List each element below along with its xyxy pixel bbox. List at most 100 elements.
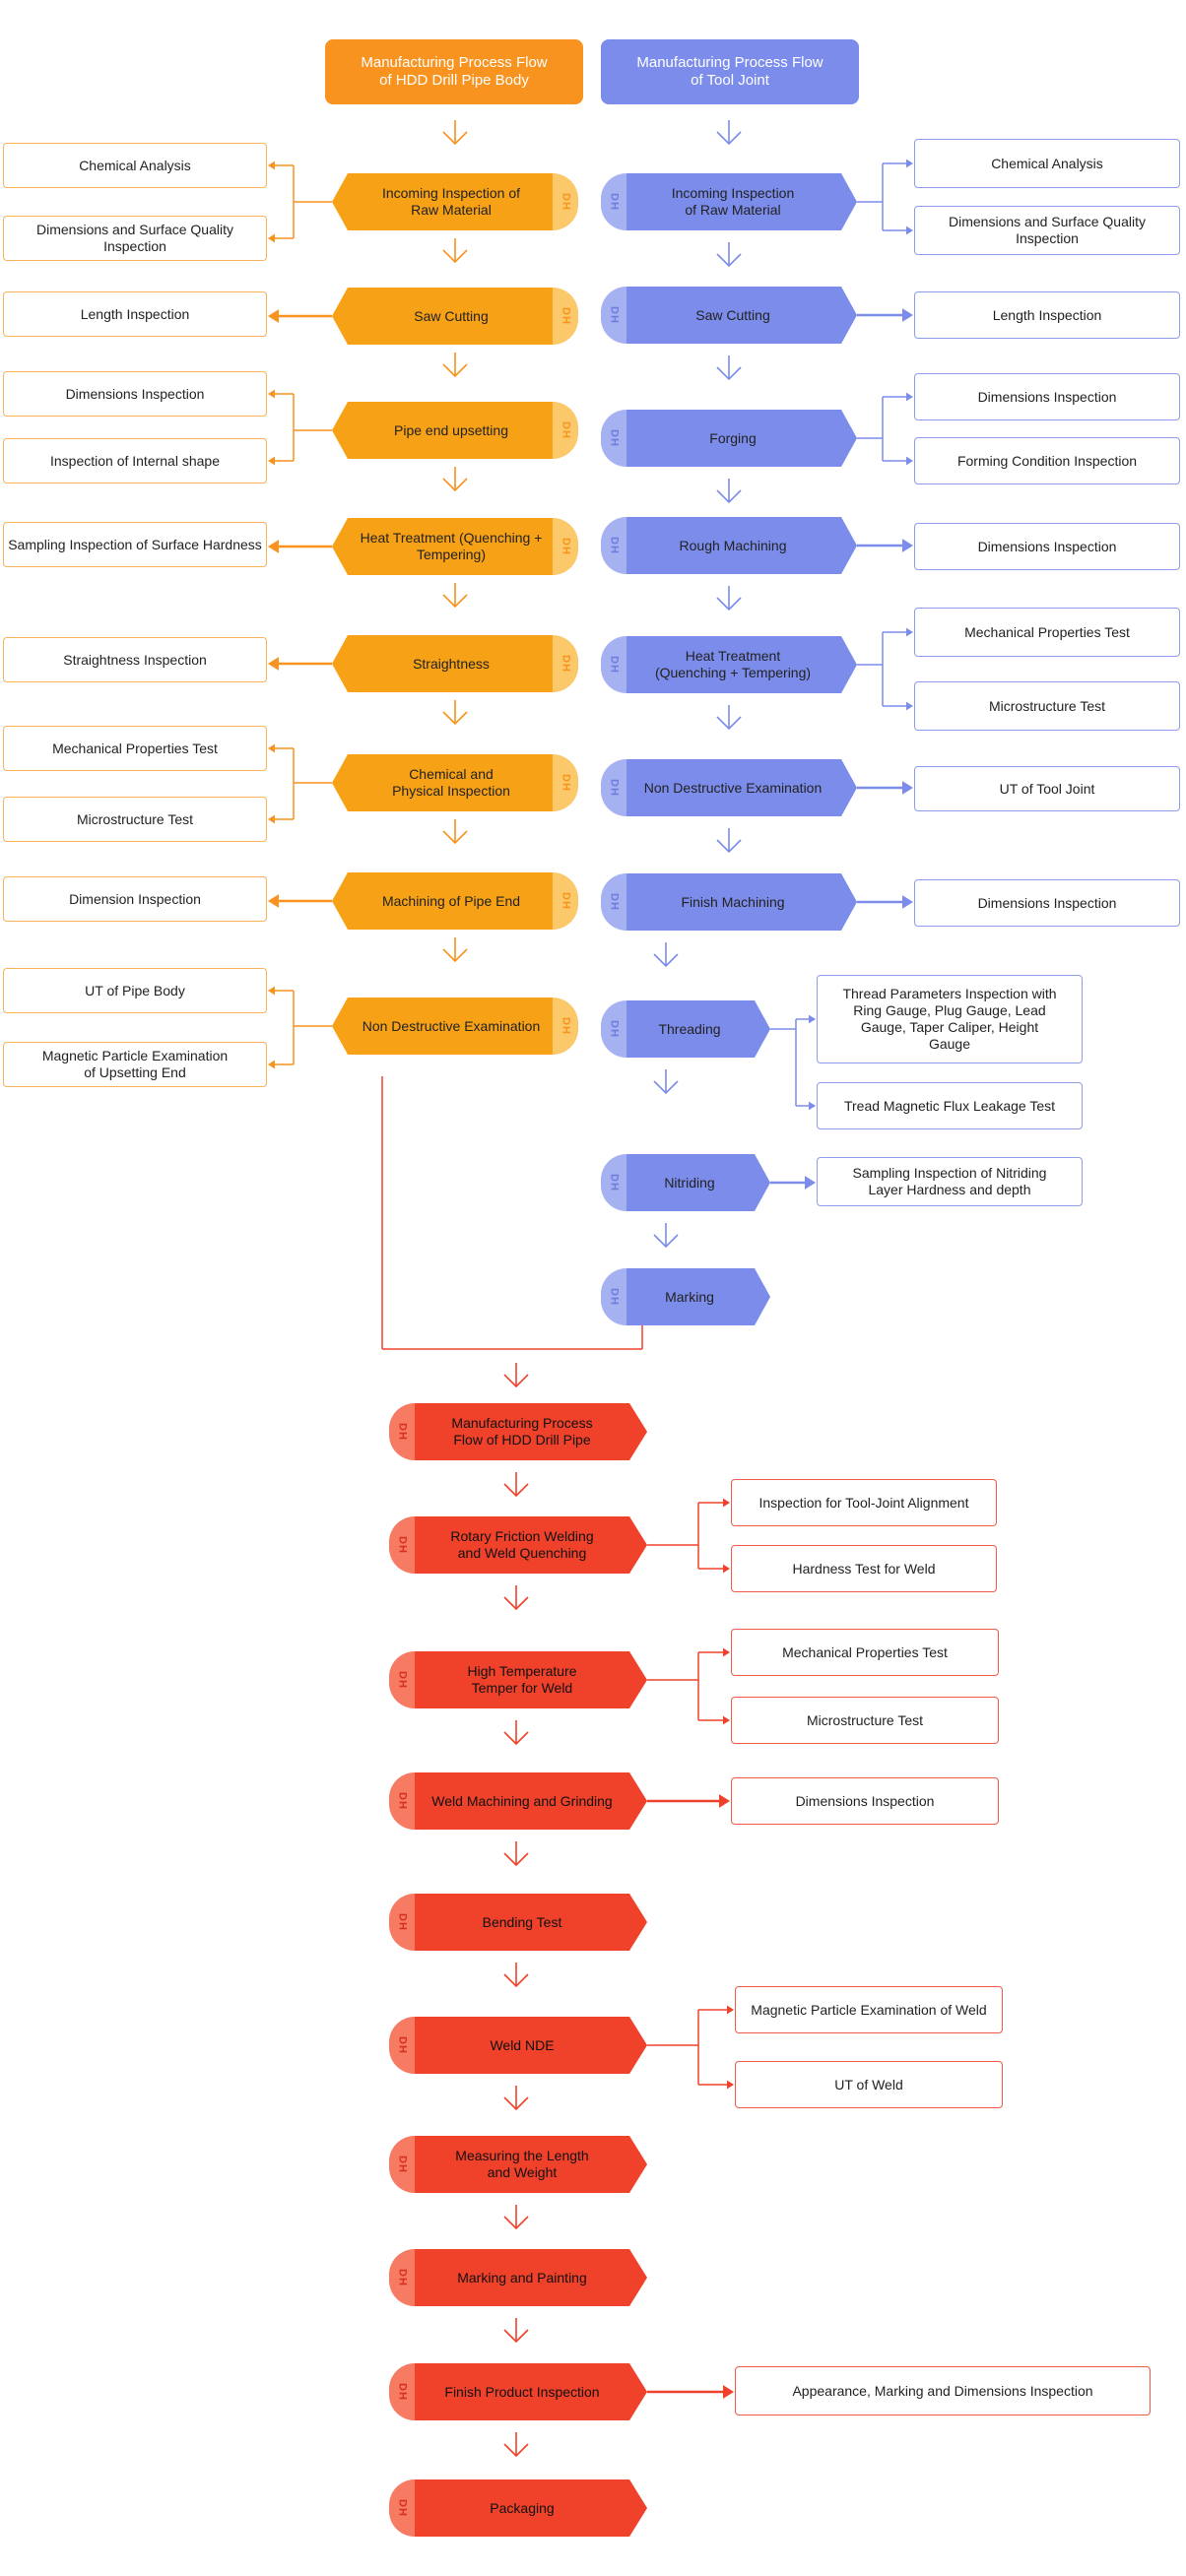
arrow-head — [268, 743, 275, 753]
pipe-body-step: Chemical and Physical Inspection DH — [332, 754, 578, 811]
down-arrow — [716, 828, 742, 854]
tool-joint-check: Dimensions Inspection — [914, 373, 1180, 420]
tool-joint-check: Length Inspection — [914, 291, 1180, 339]
pipe-body-step-label: Pipe end upsetting — [394, 421, 508, 438]
dh-logo-icon: DH — [608, 537, 621, 554]
drill-pipe-check: Mechanical Properties Test — [731, 1629, 999, 1676]
dh-logo-icon: DH — [396, 1913, 409, 1931]
down-arrow — [503, 2086, 529, 2111]
down-arrow — [653, 1069, 679, 1095]
drill-pipe-step-label: Manufacturing Process Flow of HDD Drill … — [451, 1415, 593, 1448]
drill-pipe-step-label: Bending Test — [482, 1913, 562, 1930]
drill-pipe-check: Inspection for Tool-Joint Alignment — [731, 1479, 997, 1526]
dh-logo-icon: DH — [608, 306, 621, 324]
arrow-head — [902, 308, 913, 322]
arrow-head — [268, 456, 275, 466]
down-arrow — [442, 700, 468, 726]
tool-joint-check: Dimensions and Surface Quality Inspectio… — [914, 206, 1180, 255]
arrow-head — [719, 1794, 730, 1808]
tool-joint-check: Dimensions Inspection — [914, 523, 1180, 570]
down-arrow — [503, 1841, 529, 1867]
drill-pipe-check: Microstructure Test — [731, 1697, 999, 1744]
arrow-head — [727, 2005, 734, 2015]
down-arrow — [716, 586, 742, 612]
dh-logo-icon: DH — [560, 307, 572, 325]
tool-joint-step-label: Saw Cutting — [695, 306, 770, 323]
arrow-head — [723, 1498, 730, 1508]
arrow-head — [902, 539, 913, 552]
down-arrow — [442, 120, 468, 146]
tool-joint-check: Mechanical Properties Test — [914, 608, 1180, 657]
pipe-body-step-label: Non Destructive Examination — [362, 1017, 541, 1034]
pipe-body-step-label: Chemical and Physical Inspection — [392, 766, 510, 799]
arrow-head — [723, 1647, 730, 1657]
drill-pipe-check: Magnetic Particle Examination of Weld — [735, 1986, 1003, 2033]
dh-logo-icon: DH — [608, 1020, 621, 1038]
down-arrow — [716, 705, 742, 731]
pipe-body-step-label: Heat Treatment (Quenching + Tempering) — [360, 530, 543, 562]
pipe-body-step: Straightness DH — [332, 635, 578, 692]
down-arrow — [716, 355, 742, 381]
pipe-body-step-label: Incoming Inspection of Raw Material — [381, 185, 521, 218]
drill-pipe-step: Bending Test DH — [389, 1894, 647, 1951]
dh-logo-icon: DH — [396, 1671, 409, 1689]
arrow-head — [268, 894, 279, 908]
down-arrow — [503, 1472, 529, 1498]
dh-logo-icon: DH — [560, 655, 572, 673]
dh-logo-icon: DH — [560, 421, 572, 439]
down-arrow — [442, 353, 468, 378]
drill-pipe-check: UT of Weld — [735, 2061, 1003, 2108]
pipe-body-check: Magnetic Particle Examination of Upsetti… — [3, 1042, 267, 1087]
arrow-head — [268, 389, 275, 399]
dh-logo-icon: DH — [396, 2499, 409, 2517]
tool-joint-check: Thread Parameters Inspection with Ring G… — [817, 975, 1083, 1063]
tool-joint-check: UT of Tool Joint — [914, 766, 1180, 811]
tool-joint-step: Saw Cutting DH — [601, 287, 857, 344]
arrow-head — [268, 309, 279, 323]
tool-joint-header: Manufacturing Process Flow of Tool Joint — [601, 39, 859, 104]
drill-pipe-step-label: Weld NDE — [490, 2036, 555, 2053]
dh-logo-icon: DH — [396, 1792, 409, 1810]
down-arrow — [442, 583, 468, 609]
arrow-head — [727, 2080, 734, 2090]
pipe-body-check: Dimensions Inspection — [3, 371, 267, 417]
pipe-body-check: Straightness Inspection — [3, 637, 267, 682]
dh-logo-icon: DH — [396, 1536, 409, 1554]
arrow-head — [902, 781, 913, 795]
pipe-body-step-label: Straightness — [413, 655, 490, 672]
dh-logo-icon: DH — [608, 1174, 621, 1191]
dh-logo-icon: DH — [560, 193, 572, 211]
dh-logo-icon: DH — [608, 1288, 621, 1306]
dh-logo-icon: DH — [560, 774, 572, 792]
down-arrow — [716, 242, 742, 268]
down-arrow — [503, 1585, 529, 1611]
pipe-body-step-label: Machining of Pipe End — [381, 892, 521, 909]
pipe-body-header: Manufacturing Process Flow of HDD Drill … — [325, 39, 583, 104]
drill-pipe-check: Appearance, Marking and Dimensions Inspe… — [735, 2366, 1151, 2415]
arrow-head — [268, 233, 275, 243]
tool-joint-check: Tread Magnetic Flux Leakage Test — [817, 1082, 1083, 1129]
arrow-head — [906, 627, 913, 637]
arrow-head — [268, 1060, 275, 1069]
pipe-body-check: Sampling Inspection of Surface Hardness — [3, 522, 267, 567]
pipe-body-step: Pipe end upsetting DH — [332, 402, 578, 459]
down-arrow — [442, 467, 468, 492]
arrow-head — [906, 159, 913, 168]
tool-joint-check: Sampling Inspection of Nitriding Layer H… — [817, 1157, 1083, 1206]
arrow-head — [809, 1014, 816, 1024]
tool-joint-step: Heat Treatment (Quenching + Tempering)DH — [601, 636, 857, 693]
dh-logo-icon: DH — [396, 2383, 409, 2401]
arrow-head — [268, 540, 279, 553]
pipe-body-check: Inspection of Internal shape — [3, 438, 267, 483]
down-arrow — [716, 120, 742, 146]
arrow-head — [268, 657, 279, 671]
dh-logo-icon: DH — [560, 892, 572, 910]
dh-logo-icon: DH — [396, 2156, 409, 2173]
